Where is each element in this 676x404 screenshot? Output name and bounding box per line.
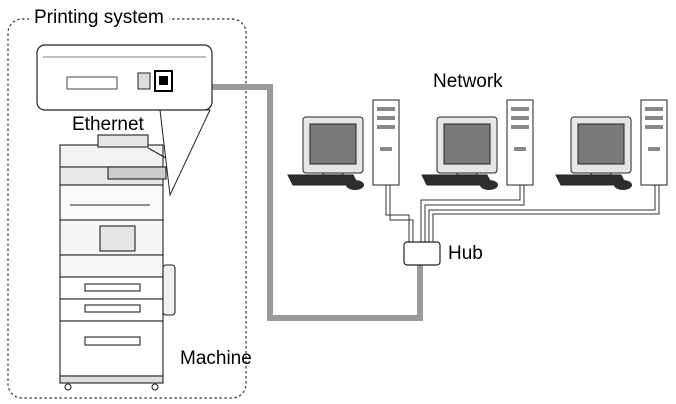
hub-links xyxy=(385,185,660,243)
printing-system-label: Printing system xyxy=(29,8,169,27)
network-cable xyxy=(188,84,423,321)
computer-2 xyxy=(421,99,534,190)
network-label: Network xyxy=(433,71,503,92)
ethernet-port-callout xyxy=(36,44,213,197)
ethernet-label: Ethernet xyxy=(72,114,144,135)
computer-1 xyxy=(287,99,400,190)
computer-3 xyxy=(555,99,668,190)
machine-label: Machine xyxy=(180,348,252,369)
printer-machine xyxy=(59,134,176,391)
hub-box xyxy=(403,241,441,266)
hub-label: Hub xyxy=(448,243,483,264)
